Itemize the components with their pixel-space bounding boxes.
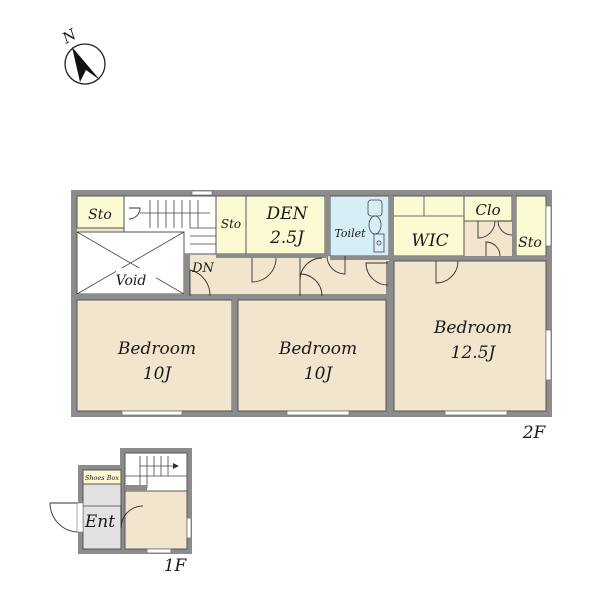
- bedroom-1-size: 10J: [143, 364, 173, 384]
- entrance-label: Ent: [84, 512, 115, 532]
- storage-small-label: Sto: [221, 217, 241, 231]
- north-label: N: [58, 25, 80, 48]
- hall-1f: [124, 490, 188, 550]
- door-icon: [326, 255, 346, 275]
- door-icon: [435, 260, 459, 284]
- stair-down-label: DN: [191, 261, 214, 276]
- windows: [121, 190, 552, 416]
- compass: N: [58, 25, 106, 85]
- bedroom-2-size: 10J: [304, 364, 334, 384]
- window: [545, 329, 552, 381]
- void-label: Void: [116, 273, 147, 289]
- door-icon: [251, 257, 277, 283]
- closet-label: Clo: [475, 201, 500, 219]
- door-swings: [128, 207, 513, 297]
- compass-needle-icon: [72, 47, 100, 82]
- floor1-plan: Shoes Box Ent 1F: [49, 448, 192, 576]
- void-cross-line: [76, 231, 185, 295]
- window: [545, 205, 552, 247]
- door-icon: [189, 269, 211, 297]
- door-icon: [120, 505, 144, 529]
- door-icon: [365, 262, 389, 286]
- window: [186, 517, 192, 539]
- door-icon: [485, 241, 501, 257]
- walk-in-closet: [391, 195, 465, 257]
- bedroom-3: [393, 260, 547, 412]
- floor2-plan: Void: [71, 190, 552, 443]
- entrance-door-icon: [49, 502, 80, 533]
- shoes-box-label: Shoes Box: [85, 474, 119, 482]
- storage-left-label: Sto: [88, 207, 112, 223]
- bedroom-2-label: Bedroom: [278, 339, 357, 359]
- den-label: DEN: [266, 204, 309, 224]
- stair-treads-1f: [125, 456, 187, 488]
- staircase-1f: [124, 452, 188, 492]
- bedroom-2: [237, 299, 387, 412]
- floor2-label: 2F: [522, 423, 547, 443]
- door-icon: [299, 273, 323, 297]
- entrance: [82, 483, 122, 550]
- door-icon: [497, 220, 513, 236]
- sink-icon: [373, 233, 385, 253]
- bedroom-3-size: 12.5J: [451, 343, 497, 363]
- toilet-label: Toilet: [334, 227, 366, 240]
- window: [146, 548, 172, 554]
- storage-right-label: Sto: [518, 235, 542, 251]
- door-icon: [128, 207, 141, 220]
- bedroom-1-label: Bedroom: [117, 339, 196, 359]
- bedroom-1: [76, 299, 233, 412]
- toilet-room: [329, 195, 390, 257]
- window: [121, 410, 183, 416]
- window: [191, 190, 213, 196]
- wic-label: WIC: [411, 231, 448, 251]
- floor1-label: 1F: [164, 556, 188, 576]
- window: [286, 410, 350, 416]
- window: [444, 410, 508, 416]
- den-size-label: 2.5J: [269, 228, 305, 248]
- den-room: [245, 195, 326, 255]
- bedroom-3-label: Bedroom: [433, 318, 512, 338]
- door-icon: [477, 220, 496, 239]
